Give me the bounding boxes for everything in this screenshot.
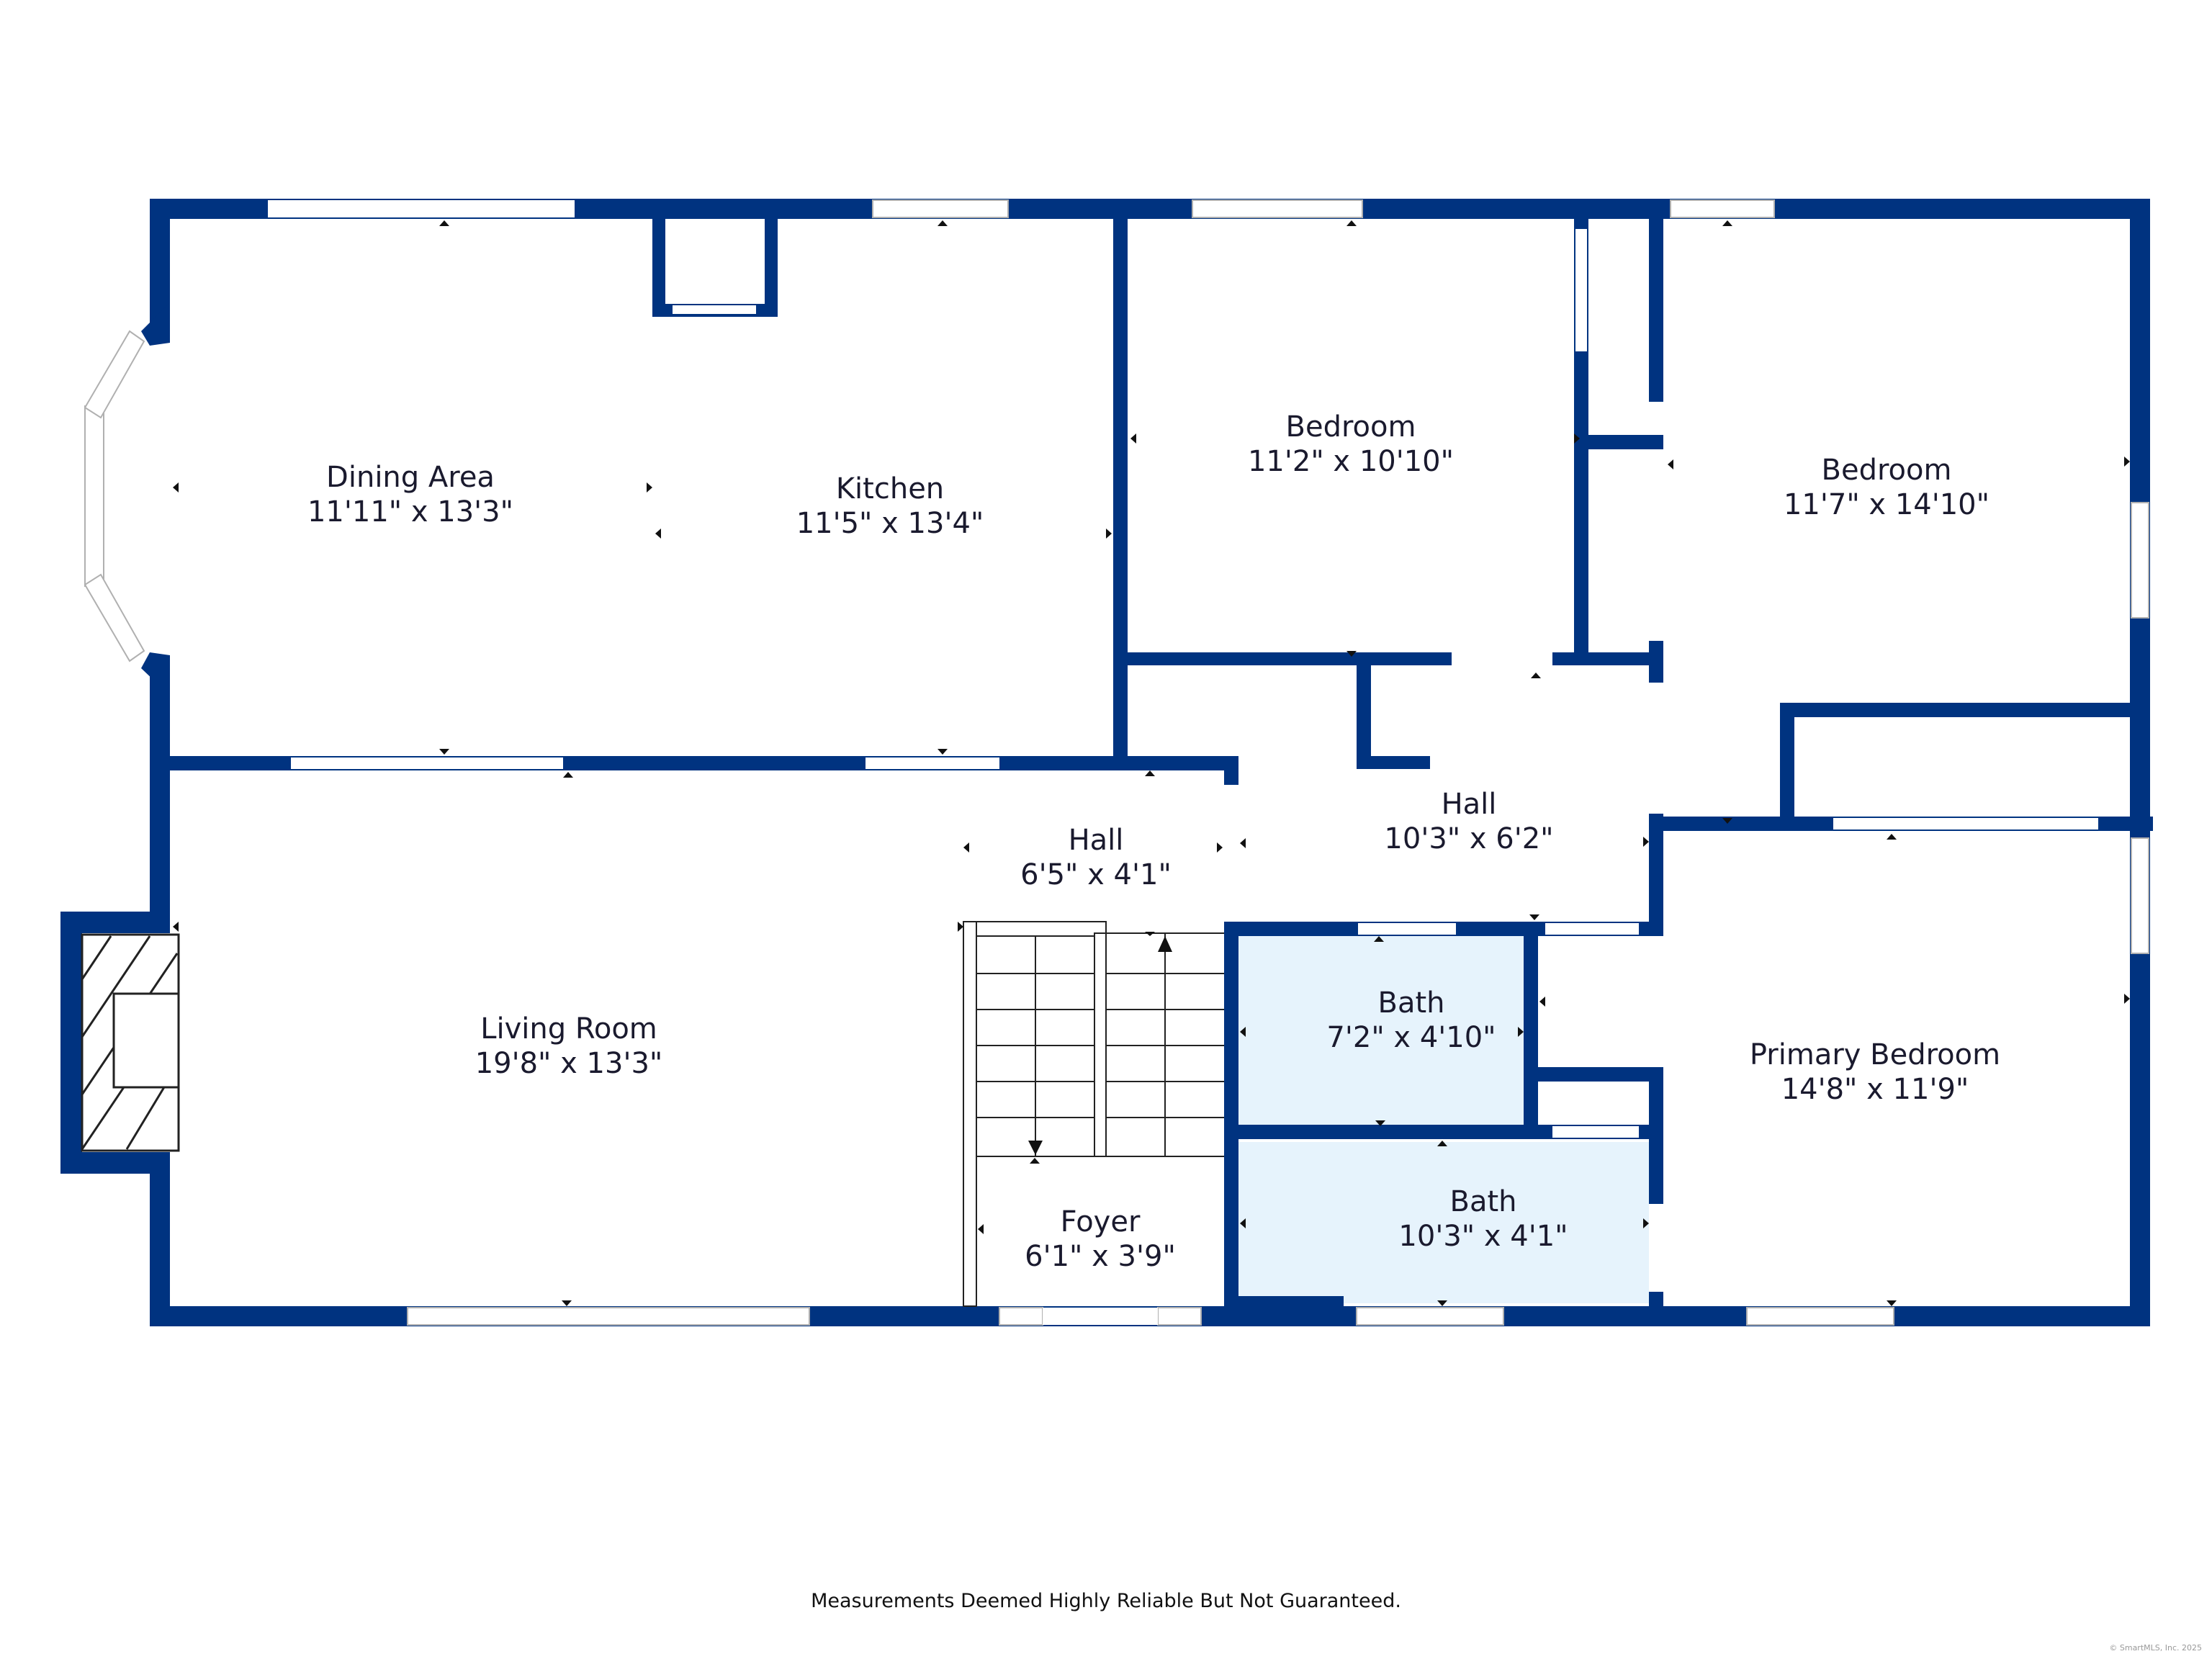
room-name-hall-lower: Hall <box>1069 824 1124 857</box>
room-dims-primary-bedroom: 14'8" x 11'9" <box>1781 1073 1969 1106</box>
windows <box>268 199 2149 1326</box>
staircase <box>963 921 1224 1307</box>
room-dims-dining: 11'11" x 13'3" <box>307 495 513 529</box>
bath-2-fill <box>1236 1142 1649 1303</box>
room-dims-living: 19'8" x 13'3" <box>475 1047 663 1080</box>
room-name-bedroom-1: Bedroom <box>1286 410 1416 444</box>
room-dims-foyer: 6'1" x 3'9" <box>1025 1240 1176 1273</box>
stair-down-arrow <box>1028 1141 1043 1155</box>
room-name-living: Living Room <box>480 1012 657 1046</box>
room-dims-bath-2: 10'3" x 4'1" <box>1398 1220 1568 1253</box>
room-dims-bath-1: 7'2" x 4'10" <box>1326 1021 1496 1054</box>
room-dims-hall-upper: 10'3" x 6'2" <box>1384 822 1553 855</box>
room-dims-kitchen: 11'5" x 13'4" <box>796 507 984 540</box>
bath-1-fill <box>1236 933 1527 1128</box>
measurement-disclaimer: Measurements Deemed Highly Reliable But … <box>811 1590 1401 1612</box>
copyright-notice: © SmartMLS, Inc. 2025 <box>2109 1643 2202 1653</box>
room-name-bath-2: Bath <box>1450 1185 1517 1218</box>
door-openings <box>291 229 2098 1325</box>
room-name-hall-upper: Hall <box>1442 788 1497 821</box>
room-name-primary-bedroom: Primary Bedroom <box>1750 1038 2000 1071</box>
bay-window <box>84 330 145 662</box>
door-markers <box>173 220 2130 1306</box>
stair-up-arrow <box>1158 936 1172 952</box>
room-name-bedroom-2: Bedroom <box>1822 454 1952 487</box>
room-name-bath-1: Bath <box>1378 986 1445 1020</box>
room-name-foyer: Foyer <box>1061 1205 1141 1238</box>
fireplace <box>81 933 180 1152</box>
room-dims-bedroom-2: 11'7" x 14'10" <box>1784 488 1990 521</box>
room-name-kitchen: Kitchen <box>836 472 944 505</box>
room-dims-hall-lower: 6'5" x 4'1" <box>1020 858 1172 891</box>
room-name-dining: Dining Area <box>326 461 495 494</box>
room-dims-bedroom-1: 11'2" x 10'10" <box>1248 445 1454 478</box>
